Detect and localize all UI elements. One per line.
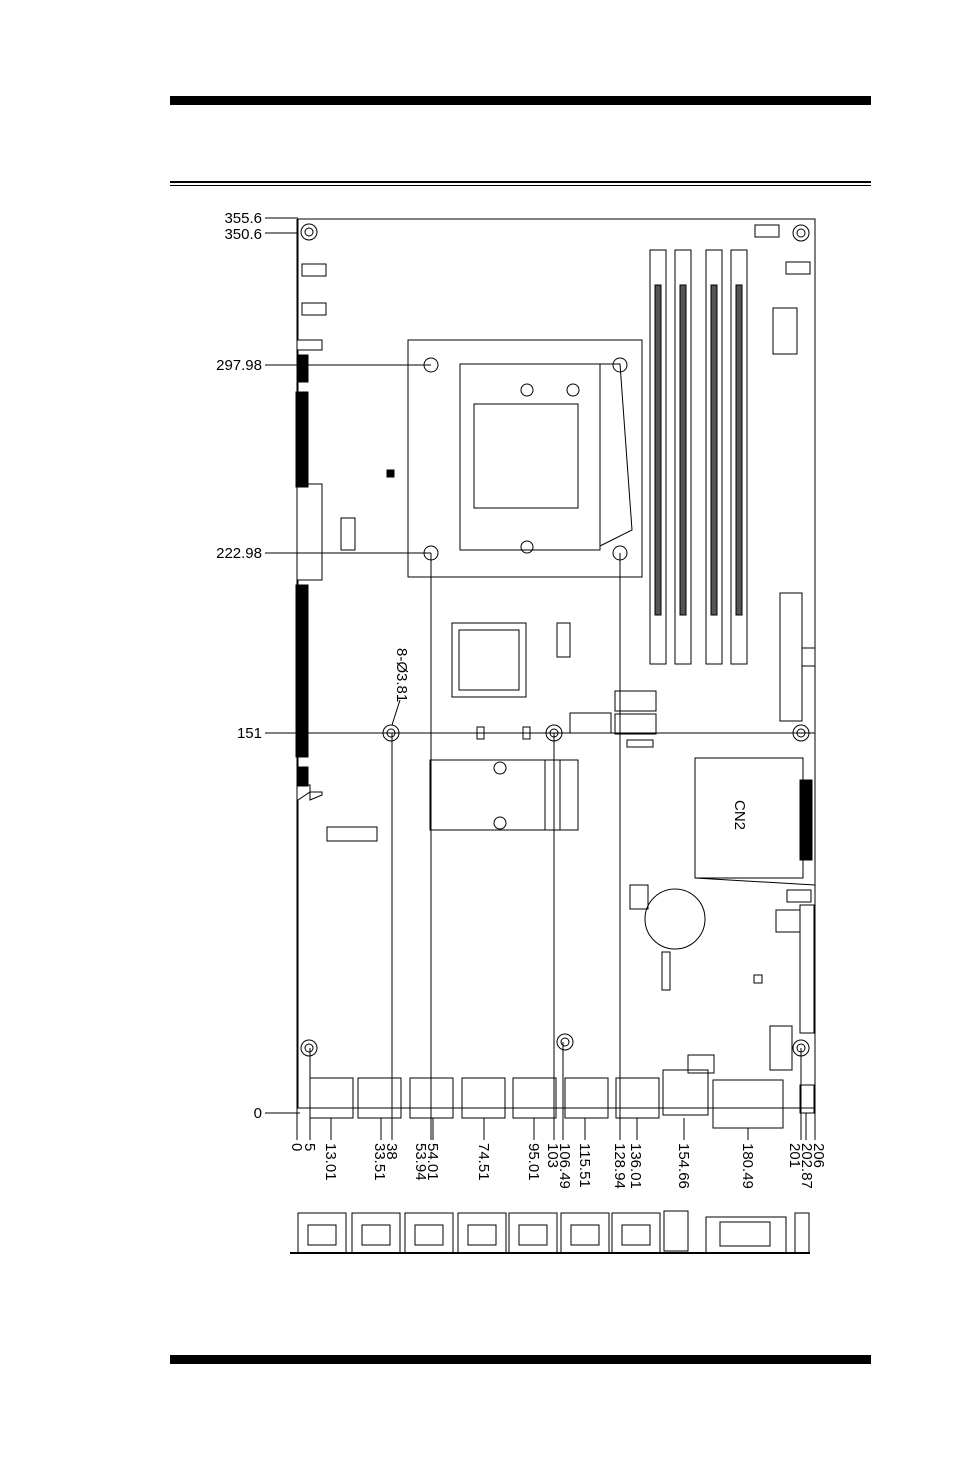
- cf-slot: [694, 757, 804, 879]
- x-dim-label: 38: [383, 1143, 400, 1160]
- battery: [644, 888, 706, 950]
- y-dim-label: 355.6: [224, 210, 262, 227]
- x-dim-label: 202.87: [798, 1143, 815, 1189]
- x-dim-label: 154.66: [675, 1143, 692, 1189]
- fan-header-1: [754, 224, 780, 238]
- fan-header-2: [301, 263, 327, 277]
- cn2-label: CN2: [731, 800, 748, 830]
- chipset-outer: [451, 622, 527, 698]
- cpu-socket-frame: [407, 339, 643, 578]
- header-thick-rule: [170, 96, 871, 105]
- dimm-slots: [649, 249, 748, 665]
- x-dim-label: 13.01: [322, 1143, 339, 1181]
- y-dim-label: 151: [237, 725, 262, 742]
- lan-port-icon: [309, 1077, 660, 1119]
- footer-thick-rule: [170, 1355, 871, 1364]
- mini-pcie-slot: [429, 759, 561, 831]
- x-dim-label: 136.01: [627, 1143, 644, 1189]
- header-thin-rule-2: [170, 185, 871, 186]
- y-dim-label: 350.6: [224, 226, 262, 243]
- x-dim-label: 206: [810, 1143, 827, 1168]
- mounting-hole-icon: [300, 223, 810, 1057]
- x-dim-label: 33.51: [371, 1143, 388, 1181]
- com-port: [712, 1079, 784, 1129]
- edge-connector-pci-1: [295, 391, 309, 488]
- y-dim-label: 297.98: [216, 357, 262, 374]
- edge-connector-pci-2: [295, 584, 309, 758]
- edge-connector-bottom: [296, 766, 309, 787]
- x-dim-label: 5: [301, 1143, 318, 1151]
- sata-2: [614, 690, 657, 712]
- fan-header-4: [785, 261, 811, 275]
- y-dim-label: 222.98: [216, 545, 262, 562]
- x-dim-label: 106.49: [556, 1143, 573, 1189]
- edge-connector-top: [296, 354, 309, 383]
- header-thin-rule-1: [170, 181, 871, 183]
- rear-com-icon: [705, 1216, 787, 1254]
- x-dim-label: 115.51: [576, 1143, 593, 1188]
- x-dim-label: 0: [288, 1143, 305, 1151]
- x-dim-label: 180.49: [739, 1143, 756, 1189]
- rear-lan-port-icon: [297, 1212, 661, 1254]
- y-dim-label: 0: [254, 1105, 262, 1122]
- usb-port: [662, 1069, 709, 1116]
- x-dim-label: 53.94: [412, 1143, 429, 1181]
- cpu-die: [473, 403, 579, 509]
- rear-usb-icon: [663, 1210, 689, 1252]
- x-dim-label: 54.01: [424, 1143, 441, 1181]
- x-dim-label: 74.51: [475, 1143, 492, 1181]
- cpu-socket-inner: [459, 363, 601, 551]
- hole-note: 8-Ø3.81: [393, 648, 410, 702]
- x-dim-label: 128.94: [611, 1143, 628, 1189]
- sata-3: [614, 713, 657, 735]
- fan-header-3: [301, 302, 327, 316]
- x-dim-label: 103: [544, 1143, 561, 1168]
- x-dim-label: 95.01: [525, 1143, 542, 1181]
- pin-header-row: [326, 826, 378, 842]
- power-connector: [772, 307, 798, 355]
- chipset-inner: [458, 629, 520, 691]
- x-dim-label: 201: [786, 1143, 803, 1168]
- sata-1: [569, 712, 612, 734]
- atx-header: [779, 592, 803, 722]
